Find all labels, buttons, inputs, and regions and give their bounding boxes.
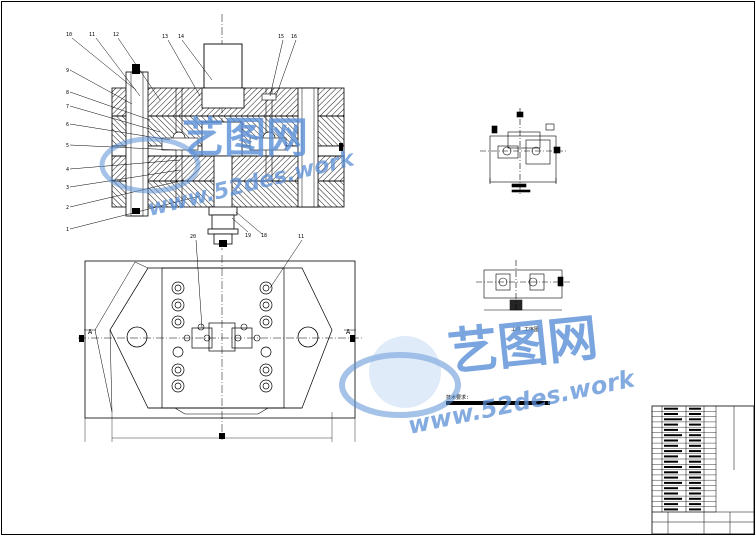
title-block-cell-mark xyxy=(664,418,682,421)
title-block-cell-mark xyxy=(689,460,701,463)
title-block-cell-mark xyxy=(664,503,678,506)
title-block-cell-mark xyxy=(664,508,678,511)
label-13: 13 xyxy=(162,34,168,40)
label-7: 7 xyxy=(66,104,69,110)
title-block-cell-mark xyxy=(689,428,701,431)
label-15: 15 xyxy=(278,34,284,40)
title-block-cell-mark xyxy=(664,481,682,484)
title-block-cell-mark xyxy=(664,487,678,490)
leader-lines xyxy=(69,37,297,235)
title-block-cell-mark xyxy=(689,418,701,421)
title-block-cell-mark xyxy=(664,466,682,468)
title-block-cell-mark xyxy=(689,444,701,447)
label-8: 8 xyxy=(66,90,69,96)
title-block-cell-mark xyxy=(664,455,678,458)
section-mark-left: A xyxy=(88,328,93,336)
workpiece-caption: 工件 工序图 xyxy=(511,326,539,333)
title-block-cell-mark xyxy=(689,423,701,426)
title-block-cell-mark xyxy=(689,466,701,468)
label-1: 1 xyxy=(66,227,69,233)
title-block-cell-mark xyxy=(689,492,701,495)
title-block-cell-mark xyxy=(689,476,701,479)
title-block-rows xyxy=(652,407,716,513)
title-block-cell-mark xyxy=(689,481,701,484)
label-3: 3 xyxy=(66,185,69,191)
label-9: 9 xyxy=(66,68,69,74)
title-block-cell-mark xyxy=(689,439,701,442)
title-block-cell-mark xyxy=(689,450,701,453)
title-block-cell-mark xyxy=(689,497,701,500)
title-block-cell-mark xyxy=(689,503,701,506)
workpiece-view-bottom xyxy=(476,260,572,312)
label-18: 18 xyxy=(261,233,267,239)
title-block-cell-mark xyxy=(664,450,682,453)
watermark-bottom: 艺图网 www.52des.work xyxy=(339,309,639,440)
label-10: 10 xyxy=(66,32,72,38)
label-2: 2 xyxy=(66,205,69,211)
label-5: 5 xyxy=(66,143,69,149)
workpiece-view-top xyxy=(480,108,568,196)
title-block-cell-mark xyxy=(689,407,701,410)
title-block-cell-mark xyxy=(664,439,678,442)
title-block-cell-mark xyxy=(689,508,701,511)
plan-view: A A xyxy=(78,239,362,442)
label-19: 19 xyxy=(245,233,251,239)
title-block-cell-mark xyxy=(664,428,678,431)
part-labels: 10 11 12 13 14 15 16 9 8 7 6 5 4 3 2 1 1… xyxy=(66,32,304,240)
title-block-cell-mark xyxy=(664,434,682,437)
label-11-plan: 11 xyxy=(298,234,304,240)
watermark-cn-top: 艺图网 xyxy=(182,113,308,162)
title-block-cell-mark xyxy=(664,460,678,463)
tech-req-label: 技术要求: xyxy=(446,394,469,401)
title-block-cell-mark xyxy=(664,423,678,426)
title-block-cell-mark xyxy=(689,455,701,458)
title-block-cell-mark xyxy=(664,444,678,447)
title-block-cell-mark xyxy=(664,476,678,479)
label-16: 16 xyxy=(291,34,297,40)
title-block-cell-mark xyxy=(664,413,678,415)
label-4: 4 xyxy=(66,167,69,173)
tech-req-bar xyxy=(446,401,550,405)
front-section-view xyxy=(111,14,345,250)
title-block-cell-mark xyxy=(689,471,701,474)
title-block-cell-mark xyxy=(664,492,678,495)
title-block-cell-mark xyxy=(689,413,701,415)
label-6: 6 xyxy=(66,122,69,128)
title-block-cell-mark xyxy=(689,434,701,437)
title-block-cell-mark xyxy=(664,407,678,410)
label-11: 11 xyxy=(89,32,95,38)
title-block-cell-mark xyxy=(664,497,682,500)
title-block-cell-mark xyxy=(664,471,678,474)
label-12: 12 xyxy=(113,32,119,38)
section-mark-right: A xyxy=(346,328,351,336)
watermark-cn-bottom: 艺图网 xyxy=(445,309,600,382)
label-14: 14 xyxy=(178,34,184,40)
label-20: 20 xyxy=(190,234,196,240)
title-block-cell-mark xyxy=(689,487,701,490)
